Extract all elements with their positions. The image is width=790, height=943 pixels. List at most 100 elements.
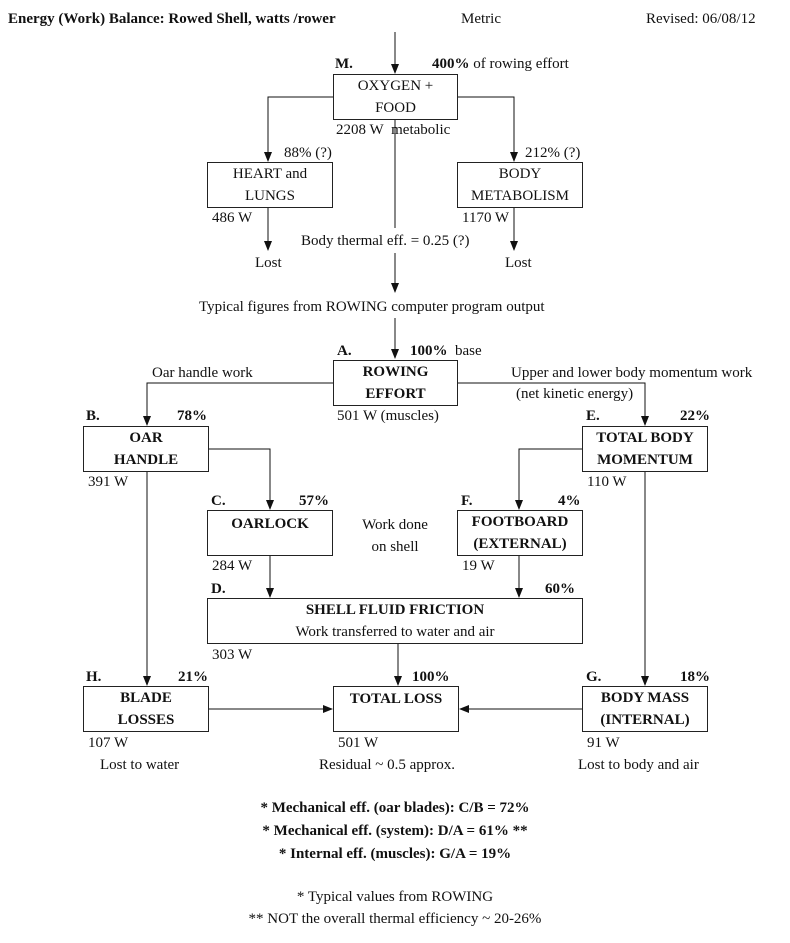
node-m-note: metabolic: [391, 122, 451, 138]
node-c-line1: OARLOCK: [231, 516, 309, 532]
node-b-line1: OAR: [129, 430, 163, 446]
node-shell-fluid-friction: SHELL FLUID FRICTION Work transferred to…: [207, 598, 583, 644]
node-e-tag: E.: [586, 408, 600, 424]
efficiency-system: * Mechanical eff. (system): D/A = 61% **: [262, 823, 528, 839]
arrow-a-to-e: [458, 382, 649, 426]
node-b-watts: 391 W: [88, 474, 129, 490]
total-loss-watts: 501 W: [338, 735, 379, 751]
node-d-percent: 60%: [545, 581, 575, 597]
heart-watts: 486 W: [212, 210, 253, 226]
units-label: Metric: [461, 11, 501, 27]
node-f-tag: F.: [461, 493, 473, 509]
node-m-line2: FOOD: [375, 100, 416, 116]
node-m-tag: M.: [335, 56, 353, 72]
node-h-watts: 107 W: [88, 735, 129, 751]
node-f-line2: (EXTERNAL): [473, 536, 567, 552]
node-d-tag: D.: [211, 581, 226, 597]
footnote-thermal: ** NOT the overall thermal efficiency ~ …: [248, 911, 542, 927]
node-a-watts: 501 W (muscles): [337, 408, 439, 424]
node-a-pct-note: base: [455, 343, 482, 359]
node-m-pct: 400%: [432, 56, 470, 72]
heart-line2: LUNGS: [244, 188, 295, 204]
node-m-pct-note: of rowing effort: [473, 56, 569, 72]
node-d-line1: SHELL FLUID FRICTION: [305, 602, 485, 618]
node-a-tag: A.: [337, 343, 352, 359]
node-body-metabolism: BODY METABOLISM: [457, 162, 583, 208]
metabolism-line2: METABOLISM: [471, 188, 569, 204]
node-d-watts: 303 W: [212, 647, 253, 663]
node-g-line2: (INTERNAL): [600, 712, 690, 728]
arrow-a-to-b: [143, 382, 333, 426]
node-g-watts: 91 W: [587, 735, 620, 751]
total-loss-line1: TOTAL LOSS: [349, 691, 443, 707]
total-loss-percent: 100%: [412, 669, 450, 685]
metabolism-outcome: Lost: [505, 255, 532, 271]
node-a-percent: 100% base: [410, 343, 482, 360]
node-total-loss: TOTAL LOSS: [333, 686, 459, 732]
node-h-tag: H.: [86, 669, 102, 685]
momentum-work-label: Upper and lower body momentum work: [511, 365, 753, 381]
arrow-b-to-c: [208, 448, 274, 510]
metabolism-line1: BODY: [498, 166, 542, 182]
node-b-percent: 78%: [177, 408, 207, 424]
node-c-tag: C.: [211, 493, 226, 509]
work-done-line1: Work done: [362, 517, 428, 533]
total-loss-outcome: Residual ~ 0.5 approx.: [319, 757, 456, 773]
node-f-percent: 4%: [558, 493, 581, 509]
node-blade-losses: BLADE LOSSES: [83, 686, 209, 732]
typical-figures-label: Typical figures from ROWING computer pro…: [199, 299, 545, 315]
node-a-pct: 100%: [410, 343, 448, 359]
node-a-line1: ROWING: [362, 364, 429, 380]
node-g-percent: 18%: [680, 669, 710, 685]
node-g-outcome: Lost to body and air: [578, 757, 699, 773]
node-oar-handle: OAR HANDLE: [83, 426, 209, 472]
node-e-watts: 110 W: [587, 474, 627, 490]
node-rowing-effort: ROWING EFFORT: [333, 360, 458, 406]
node-b-line2: HANDLE: [113, 452, 179, 468]
metabolism-watts: 1170 W: [462, 210, 510, 226]
node-f-line1: FOOTBOARD: [471, 514, 569, 530]
node-footboard: FOOTBOARD (EXTERNAL): [457, 510, 583, 556]
node-g-tag: G.: [586, 669, 602, 685]
metabolism-percent: 212% (?): [525, 145, 581, 161]
node-oarlock: OARLOCK: [207, 510, 333, 556]
efficiency-internal: * Internal eff. (muscles): G/A = 19%: [278, 846, 512, 862]
node-e-percent: 22%: [680, 408, 710, 424]
heart-outcome: Lost: [255, 255, 282, 271]
node-h-outcome: Lost to water: [100, 757, 180, 773]
node-m-watts: 2208 W metabolic: [336, 122, 450, 139]
node-d-line2: Work transferred to water and air: [295, 624, 495, 640]
node-f-watts: 19 W: [462, 558, 495, 574]
node-b-tag: B.: [86, 408, 100, 424]
arrow-m-to-metabolism: [458, 96, 518, 162]
node-a-line2: EFFORT: [365, 386, 426, 402]
thermal-efficiency-label: Body thermal eff. = 0.25 (?): [300, 233, 471, 250]
node-m-line1: OXYGEN +: [357, 78, 434, 94]
node-body-mass: BODY MASS (INTERNAL): [582, 686, 708, 732]
node-total-body-momentum: TOTAL BODY MOMENTUM: [582, 426, 708, 472]
node-h-line1: BLADE: [120, 690, 172, 706]
kinetic-energy-label: (net kinetic energy): [516, 386, 634, 402]
node-c-percent: 57%: [299, 493, 329, 509]
node-m-watts-value: 2208 W: [336, 122, 384, 138]
node-e-line1: TOTAL BODY: [596, 430, 694, 446]
work-done-label: Work done on shell: [350, 514, 440, 558]
arrow-m-to-heart: [264, 96, 333, 162]
footnote-typical: * Typical values from ROWING: [296, 889, 494, 905]
node-c-watts: 284 W: [212, 558, 253, 574]
efficiency-oar-blades: * Mechanical eff. (oar blades): C/B = 72…: [260, 800, 530, 816]
node-g-line1: BODY MASS: [600, 690, 690, 706]
revised-date: Revised: 06/08/12: [646, 11, 756, 27]
arrow-e-to-f: [515, 448, 582, 510]
heart-line1: HEART and: [232, 166, 308, 182]
node-m-percent: 400% of rowing effort: [432, 56, 569, 73]
oar-handle-work-label: Oar handle work: [152, 365, 253, 381]
work-done-line2: on shell: [371, 539, 419, 555]
node-oxygen-food: OXYGEN + FOOD: [333, 74, 458, 120]
node-h-percent: 21%: [178, 669, 208, 685]
heart-percent: 88% (?): [284, 145, 332, 161]
node-heart-lungs: HEART and LUNGS: [207, 162, 333, 208]
node-e-line2: MOMENTUM: [597, 452, 693, 468]
node-h-line2: LOSSES: [117, 712, 175, 728]
